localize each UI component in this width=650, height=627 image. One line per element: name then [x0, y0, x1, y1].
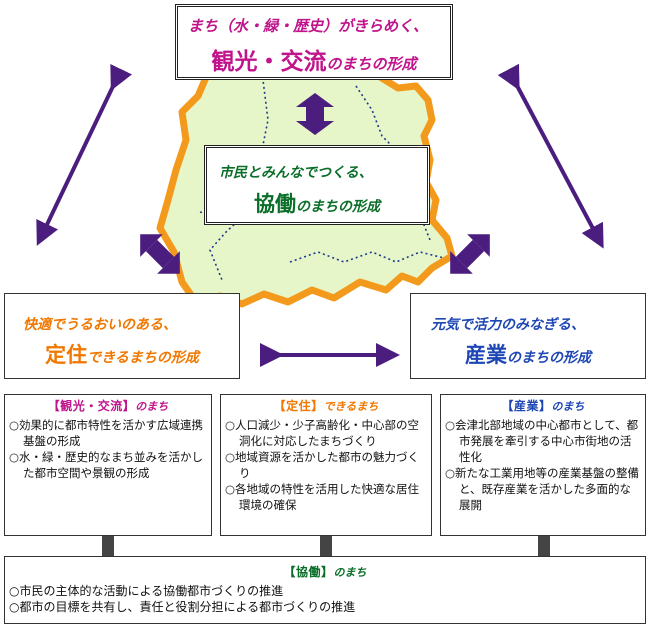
goal-box-collaboration: 市民とみんなでつくる、 協働のまちの形成: [204, 145, 430, 225]
panel-settlement: 【定住】できるまち ○人口減少・少子高齢化・中心部の空洞化に対応したまちづくり …: [220, 394, 432, 536]
panel-collaboration-title-suffix: のまち: [333, 566, 367, 579]
arrow-top-right: [497, 63, 604, 249]
panel-industry-item: ○会津北部地域の中心都市として、都市発展を牽引する中心市街地の活性化: [445, 418, 639, 464]
panel-settlement-item: ○各地域の特性を活用した快適な居住環境の確保: [225, 482, 420, 512]
goal-tourism-lead: まち（水・緑・歴史）がきらめく、: [188, 17, 429, 35]
panel-industry-title: 【産業】のまち: [441, 397, 645, 414]
goal-collaboration-keyword: 協働: [254, 192, 296, 216]
goal-industry-keyword: 産業: [465, 343, 507, 367]
goal-settlement-tail: できるまちの形成: [87, 350, 199, 366]
goal-collaboration-tail: のまちの形成: [296, 199, 380, 215]
panel-tourism-title-suffix: のまち: [135, 400, 169, 413]
arrow-top-center: [296, 93, 334, 135]
panel-settlement-title-bracket: 【定住】: [273, 399, 324, 413]
goal-box-tourism: まち（水・緑・歴史）がきらめく、 観光・交流のまちの形成: [175, 4, 453, 80]
panel-collaboration-item: ○市民の主体的な活動による協働都市づくりの推進: [9, 584, 284, 598]
panel-collaboration-item: ○都市の目標を共有し、責任と役割分担による都市づくりの推進: [9, 600, 356, 614]
goal-tourism-keyword: 観光・交流: [211, 49, 327, 75]
district-boundary: [209, 71, 269, 281]
panel-industry: 【産業】のまち ○会津北部地域の中心都市として、都市発展を牽引する中心市街地の活…: [440, 394, 646, 536]
panel-settlement-title-suffix: できるまち: [323, 400, 379, 413]
goal-box-settlement: 快適でうるおいのある、 定住できるまちの形成: [4, 293, 240, 379]
goal-industry-lead: 元気で活力のみなぎる、: [431, 317, 585, 333]
panel-tourism-title-bracket: 【観光・交流】: [47, 399, 136, 413]
panel-settlement-title: 【定住】できるまち: [221, 397, 431, 414]
panel-collaboration-title: 【協働】のまち: [5, 563, 645, 580]
goal-collaboration-lead: 市民とみんなでつくる、: [219, 165, 373, 181]
arrow-lower-right: [450, 234, 490, 274]
panel-industry-title-bracket: 【産業】: [501, 399, 552, 413]
goal-industry-tail: のまちの形成: [507, 350, 591, 366]
panel-industry-item: ○新たな工業用地等の産業基盤の整備と、既存産業を活かした多面的な展開: [445, 466, 640, 512]
panel-tourism-item: ○効果的に都市特性を活かす広域連携基盤の形成: [9, 418, 204, 448]
connector-left: [102, 536, 114, 556]
arrow-top-left: [36, 64, 132, 246]
connector-right: [538, 536, 550, 556]
panel-collaboration: 【協働】のまち ○市民の主体的な活動による協働都市づくりの推進 ○都市の目標を共…: [4, 556, 646, 624]
panel-settlement-item: ○地域資源を活かした都市の魅力づくり: [225, 450, 420, 480]
arrow-lower-left: [140, 234, 180, 274]
goal-settlement-lead: 快適でうるおいのある、: [23, 317, 177, 333]
panel-collaboration-title-bracket: 【協働】: [283, 565, 334, 579]
panel-settlement-item: ○人口減少・少子高齢化・中心部の空洞化に対応したまちづくり: [225, 418, 420, 448]
panel-tourism: 【観光・交流】のまち ○効果的に都市特性を活かす広域連携基盤の形成 ○水・緑・歴…: [4, 394, 212, 536]
goal-tourism-tail: のまちの形成: [326, 55, 417, 73]
panel-industry-title-suffix: のまち: [551, 400, 585, 413]
connector-middle: [320, 536, 332, 556]
panel-tourism-title: 【観光・交流】のまち: [5, 397, 211, 414]
goal-settlement-keyword: 定住: [45, 343, 88, 367]
goal-box-industry: 元気で活力のみなぎる、 産業のまちの形成: [410, 293, 646, 379]
panel-tourism-item: ○水・緑・歴史的なまち並みを活かした都市空間や景観の形成: [9, 450, 204, 480]
